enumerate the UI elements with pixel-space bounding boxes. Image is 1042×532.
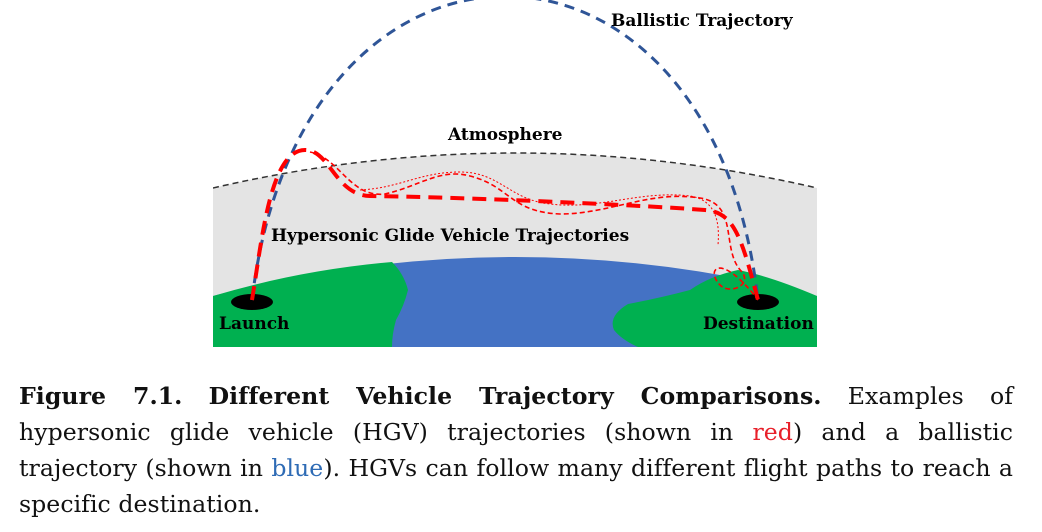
hgv-trajectory-alt-1 [309, 151, 759, 301]
land-right [612, 270, 817, 347]
launch-site-marker [231, 294, 273, 310]
ballistic-trajectory [250, 0, 760, 301]
caption-label: Figure 7.1. [19, 382, 183, 410]
caption-text-1: Examples of hypersonic glide vehicle (HG… [19, 382, 1014, 446]
land-left [213, 262, 408, 347]
ballistic-label: Ballistic Trajectory [611, 11, 794, 31]
caption-text-3: ). HGVs can follow many different flight… [19, 454, 1013, 518]
hgv-trajectory-main [250, 147, 760, 301]
caption-red-word: red [752, 418, 793, 446]
hgv-label: Hypersonic Glide Vehicle Trajectories [271, 226, 629, 246]
atmosphere-label: Atmosphere [447, 125, 563, 145]
trajectory-figure: Ballistic Trajectory Atmosphere Hyperson… [213, 0, 817, 347]
atmosphere-boundary [213, 152, 817, 189]
caption-title: Different Vehicle Trajectory Comparisons… [208, 382, 822, 410]
caption-text-2: ) and a ballistic trajectory (shown in [19, 418, 1013, 482]
figure-caption: Figure 7.1. Different Vehicle Trajectory… [19, 378, 1013, 522]
destination-label: Destination [703, 314, 814, 334]
trajectory-diagram: Ballistic Trajectory Atmosphere Hyperson… [213, 0, 817, 347]
hgv-trajectory-alt-2 [359, 171, 719, 246]
caption-blue-word: blue [271, 454, 324, 482]
launch-label: Launch [219, 314, 289, 334]
destination-site-marker [737, 294, 779, 310]
